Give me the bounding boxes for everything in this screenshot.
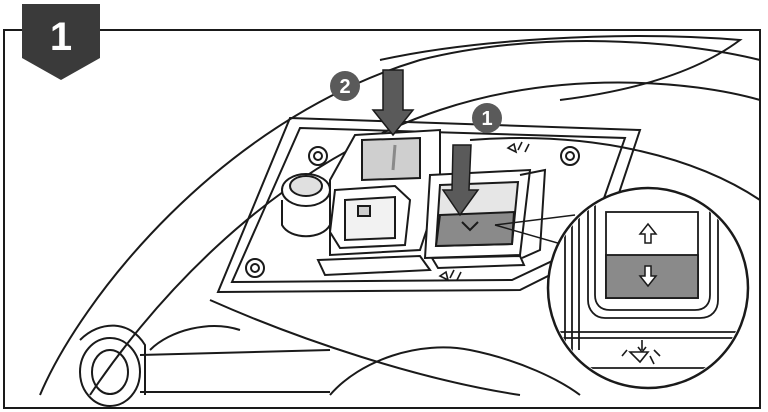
callout-2: 2 xyxy=(330,71,360,101)
press-down-arrow-icon xyxy=(371,69,415,137)
callout-1-number: 1 xyxy=(481,108,492,130)
rocker-press-arrow-icon xyxy=(441,144,480,217)
recoil-start-icon xyxy=(438,141,530,282)
zoom-detail xyxy=(546,186,750,390)
choke-knob xyxy=(281,173,331,238)
button-indicator xyxy=(357,205,371,217)
arrow-up-icon xyxy=(638,222,658,244)
step-badge: 1 xyxy=(22,4,100,80)
arrow-down-icon xyxy=(638,265,658,288)
panel-screws xyxy=(245,146,580,278)
frame-border xyxy=(3,29,761,409)
step-number: 1 xyxy=(50,15,72,59)
rocker-switch-down xyxy=(423,168,547,270)
callout-1: 1 xyxy=(472,103,502,133)
zoom-recoil-icon xyxy=(621,340,661,365)
machine-body xyxy=(39,35,761,407)
callout-2-number: 2 xyxy=(339,76,350,98)
rocker-down-arrow-icon xyxy=(461,221,479,232)
square-button-press xyxy=(316,128,441,277)
